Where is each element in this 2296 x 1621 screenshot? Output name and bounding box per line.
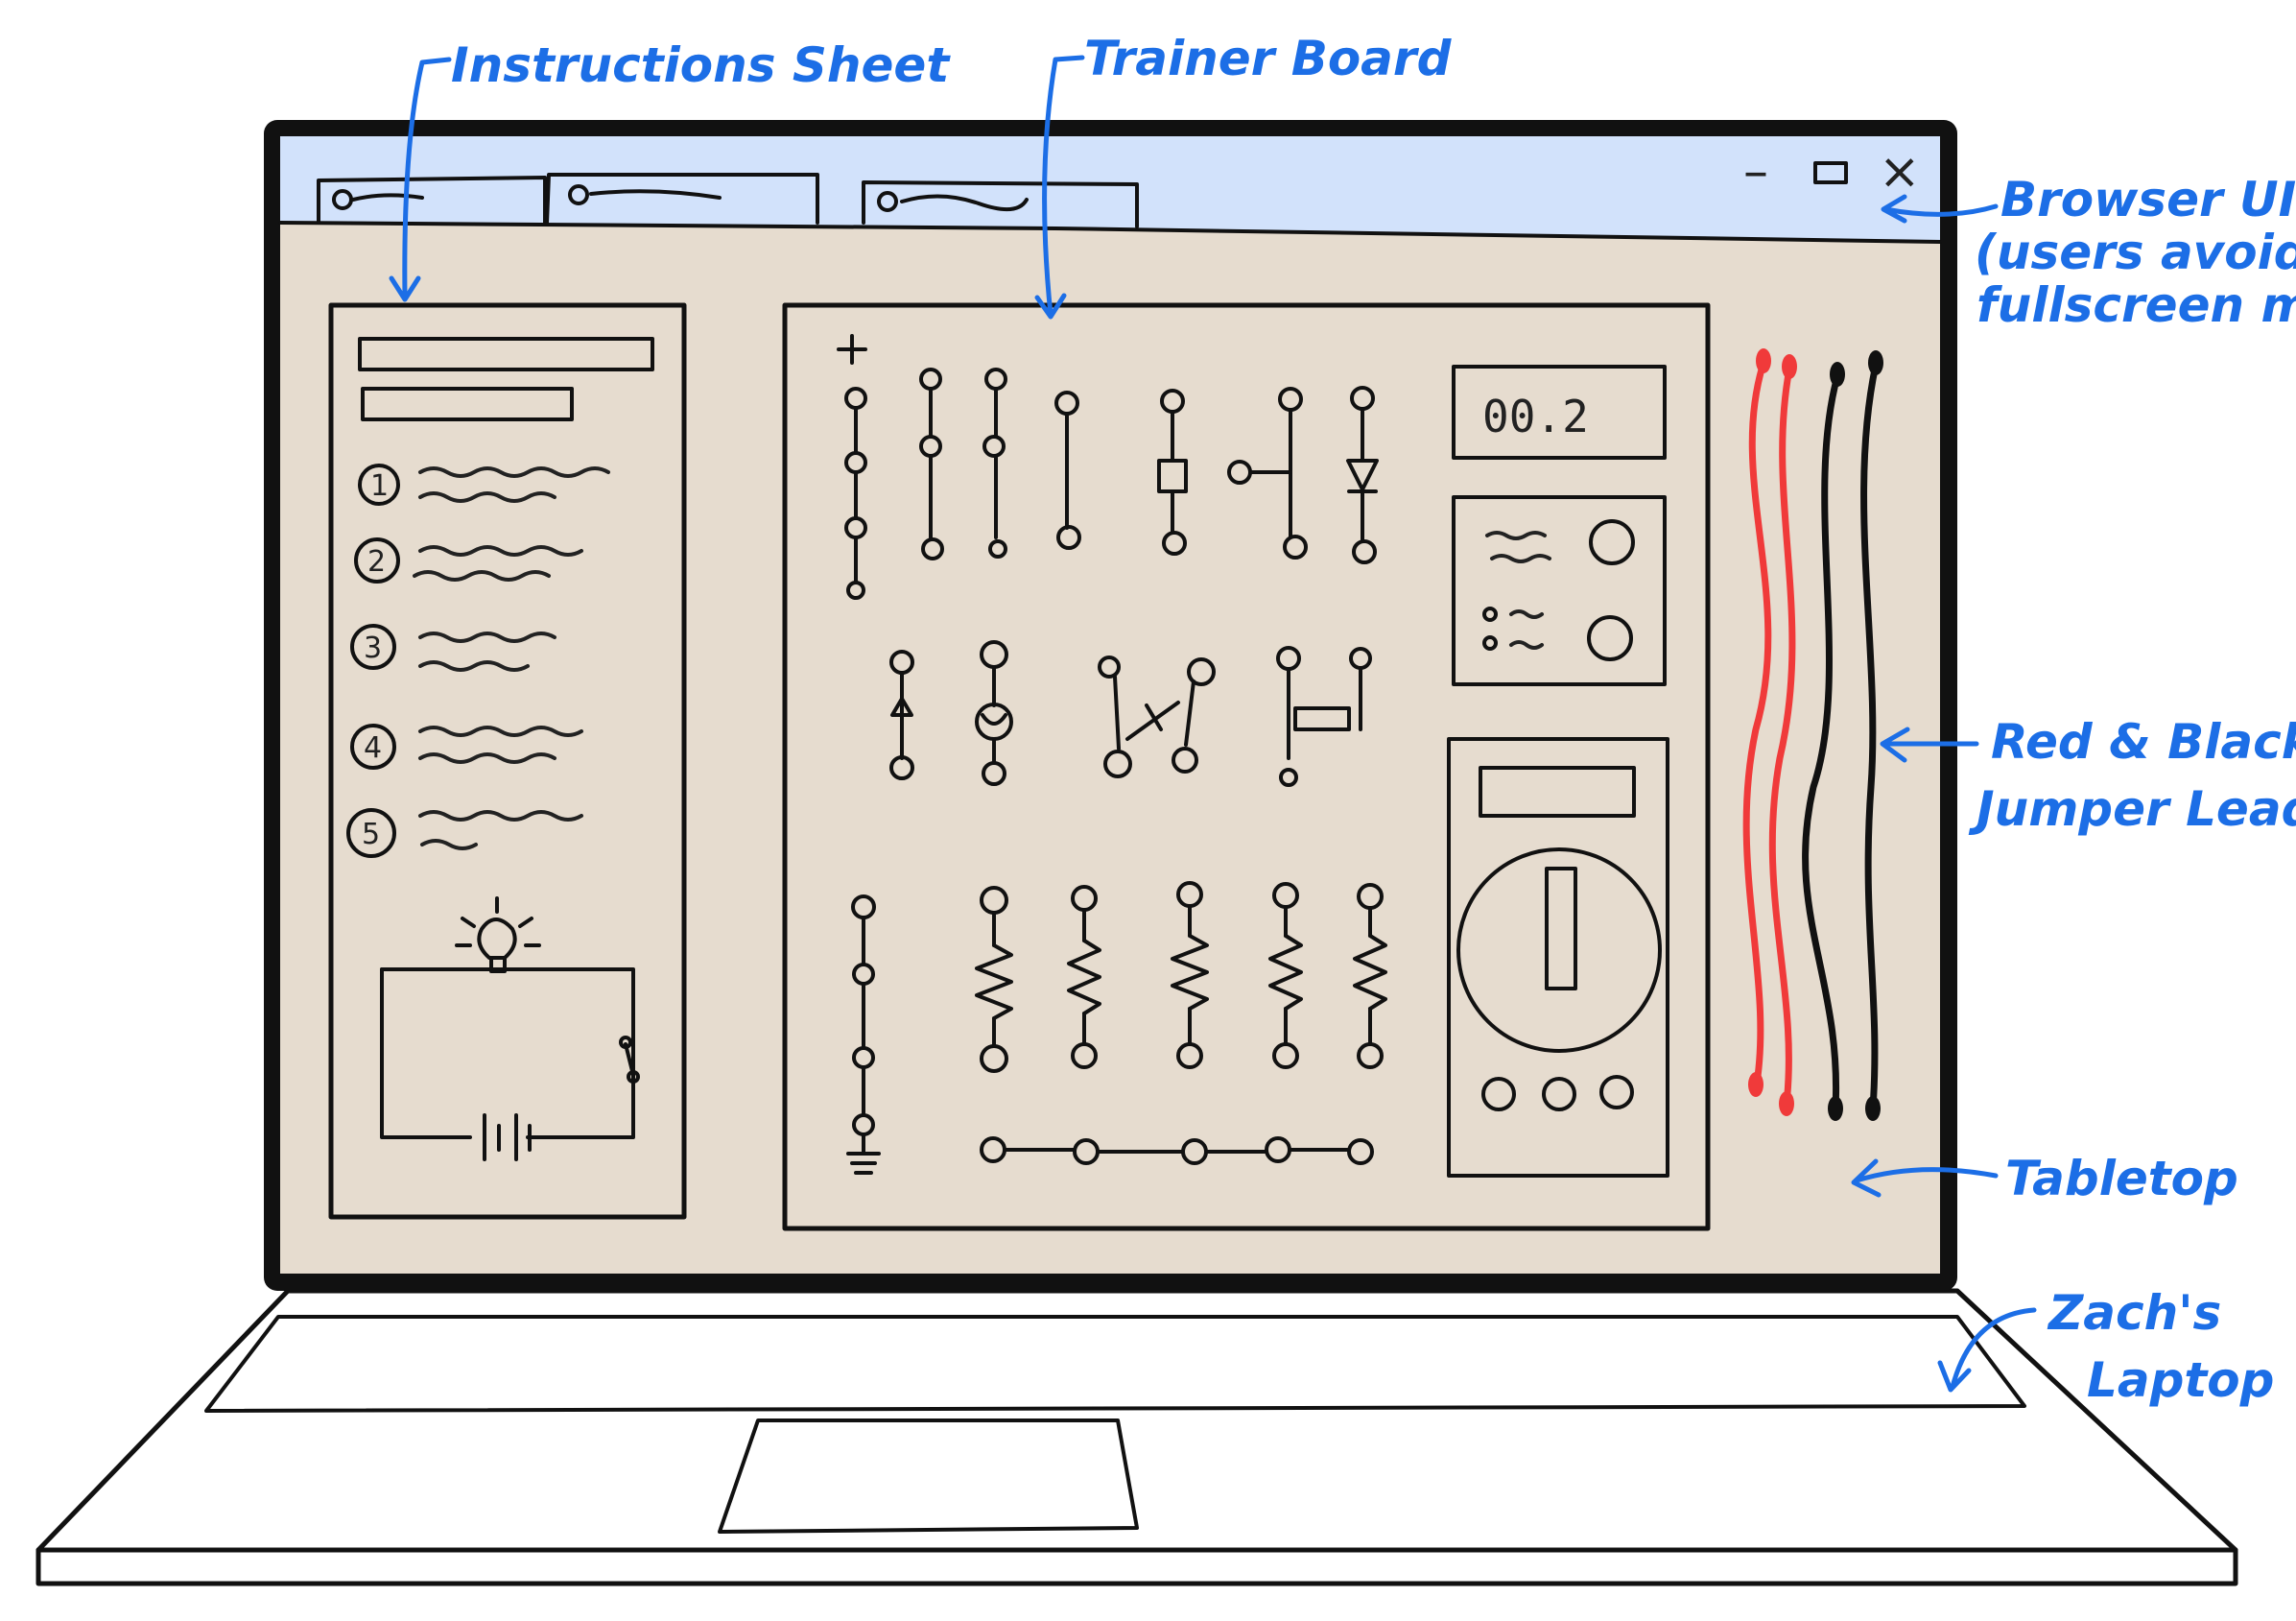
sheet-subtitle-bar xyxy=(361,387,574,421)
step-item: 2 xyxy=(354,537,583,584)
power-supply-panel xyxy=(1452,495,1667,686)
fuse-component[interactable] xyxy=(1157,389,1188,556)
arrow-icon xyxy=(1851,1158,1999,1198)
laptop-base xyxy=(36,1288,2238,1586)
multimeter-dial[interactable] xyxy=(1456,847,1662,1053)
digital-display: 00.2 xyxy=(1452,365,1667,460)
arrow-icon xyxy=(389,57,452,302)
sheet-title-bar xyxy=(358,337,654,371)
laptop-screen: – × xyxy=(264,120,1957,1291)
voltage-knob[interactable] xyxy=(1589,519,1635,565)
black-jumper-lead[interactable] xyxy=(1860,350,1883,1121)
lightbulb-icon xyxy=(455,896,541,973)
ground-icon xyxy=(846,1152,881,1175)
resistor-component[interactable] xyxy=(1353,883,1387,1069)
resistor-component[interactable] xyxy=(1171,881,1209,1069)
jumper-leads xyxy=(1742,348,1883,1121)
browser-ui-bar xyxy=(280,136,1940,242)
browser-tab-2[interactable] xyxy=(545,173,819,225)
ground-terminal-strip[interactable] xyxy=(846,894,881,1175)
arrow-icon xyxy=(1034,55,1085,320)
trainer-board: 00.2 xyxy=(782,302,1711,1231)
diode-component[interactable] xyxy=(1346,386,1379,564)
inductor-component[interactable] xyxy=(982,368,1007,559)
component-row-2 xyxy=(889,640,1372,787)
laptop-label: Laptop xyxy=(2087,1352,2274,1408)
resistor-component[interactable] xyxy=(975,886,1013,1073)
browser-ui-note: fullscreen mode) xyxy=(1976,277,2296,333)
terminal-strip[interactable] xyxy=(844,387,867,600)
wire-link-component[interactable] xyxy=(1054,391,1081,550)
trainer-board-label: Trainer Board xyxy=(1084,31,1453,86)
browser-ui-label: Browser UI xyxy=(2000,172,2296,227)
probe-jack[interactable] xyxy=(1599,1075,1634,1109)
capacitor-component[interactable] xyxy=(919,368,944,560)
component-row-3 xyxy=(846,881,1387,1175)
current-knob[interactable] xyxy=(1587,615,1633,661)
switch-component[interactable] xyxy=(1098,656,1216,778)
minimize-button[interactable]: – xyxy=(1743,143,1768,201)
step-item: 5 xyxy=(346,808,583,858)
jumper-leads-label: Jumper Leads xyxy=(1968,781,2296,837)
arrow-icon xyxy=(1880,727,1979,763)
browser-ui-note: (users avoid xyxy=(1975,225,2296,280)
close-button[interactable]: × xyxy=(1879,143,1921,201)
laptop-label: Zach's xyxy=(2047,1285,2221,1341)
resistor-component[interactable] xyxy=(1268,882,1303,1069)
step-item: 3 xyxy=(350,624,556,672)
arrow-icon xyxy=(1937,1307,2037,1393)
horizontal-terminal-strip[interactable] xyxy=(980,1136,1374,1165)
browser-tab-1[interactable] xyxy=(317,176,547,225)
tabletop-surface xyxy=(280,136,1940,1274)
maximize-button[interactable] xyxy=(1813,161,1848,184)
probe-jack[interactable] xyxy=(1481,1077,1516,1111)
red-jumper-lead[interactable] xyxy=(1768,354,1797,1116)
step-number: 2 xyxy=(367,545,386,579)
probe-jack[interactable] xyxy=(1542,1077,1576,1111)
red-jumper-lead[interactable] xyxy=(1742,348,1772,1097)
multimeter-display xyxy=(1479,766,1636,818)
switch-icon xyxy=(624,1042,635,1077)
step-number: 3 xyxy=(364,632,382,665)
step-number: 4 xyxy=(364,731,382,765)
plus-terminal-icon xyxy=(837,334,867,365)
display-reading: 00.2 xyxy=(1482,391,1589,442)
jumper-leads-label: Red & Black xyxy=(1991,714,2296,770)
multimeter xyxy=(1447,737,1669,1178)
arrow-icon xyxy=(1881,194,1999,224)
relay-component[interactable] xyxy=(1276,646,1372,787)
step-item: 4 xyxy=(350,724,583,770)
component-row-1 xyxy=(844,368,1379,600)
lamp-component[interactable] xyxy=(975,640,1013,786)
instructions-sheet-label: Instructions Sheet xyxy=(451,37,951,93)
step-item: 1 xyxy=(358,464,610,506)
circuit-diagram xyxy=(380,896,640,1161)
instructions-sheet: 1 2 3 4 xyxy=(328,302,687,1220)
trackpad[interactable] xyxy=(718,1418,1139,1534)
tabletop-label: Tabletop xyxy=(2005,1151,2238,1206)
step-number: 1 xyxy=(370,469,389,503)
annotations: Instructions Sheet Trainer Board Browser… xyxy=(389,31,2296,1408)
black-jumper-lead[interactable] xyxy=(1802,362,1845,1121)
browser-tab-3[interactable] xyxy=(862,180,1139,228)
step-list: 1 2 3 4 xyxy=(346,464,610,858)
transistor-component[interactable] xyxy=(1227,387,1308,560)
resistor-component[interactable] xyxy=(1067,885,1101,1069)
battery-icon xyxy=(483,1113,532,1161)
step-number: 5 xyxy=(362,818,380,851)
led-component[interactable] xyxy=(889,650,914,780)
keyboard-area xyxy=(204,1315,2026,1413)
